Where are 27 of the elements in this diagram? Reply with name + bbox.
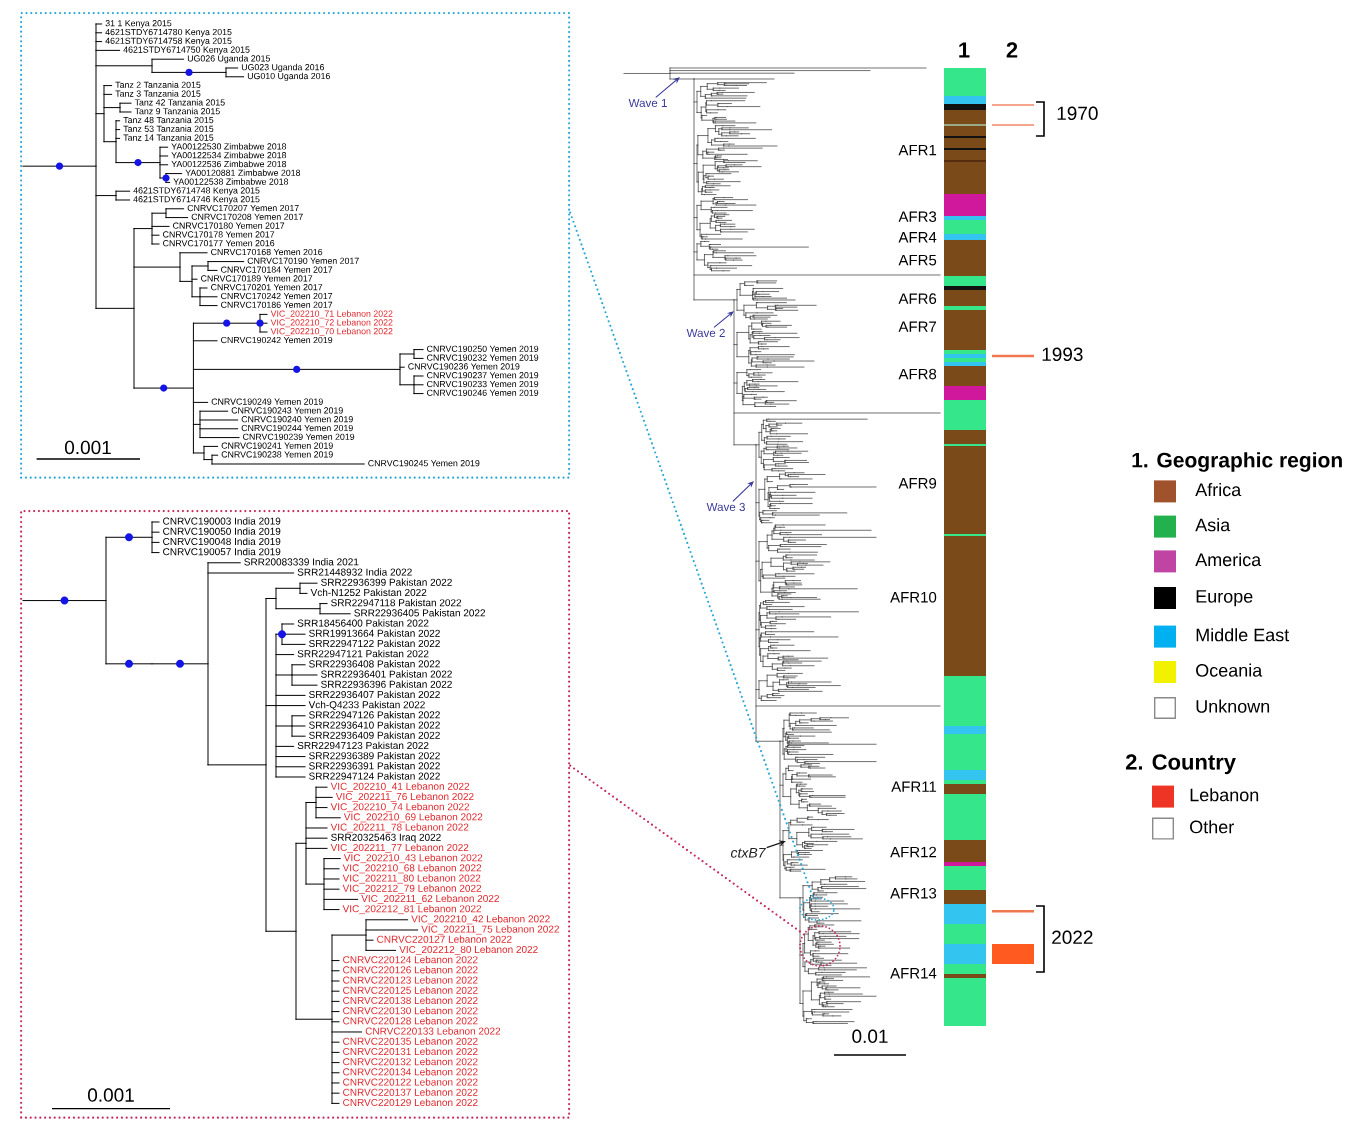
year-label: 2022 — [1052, 930, 1093, 944]
zoom-circle — [799, 897, 835, 921]
legend-label: Asia — [1195, 518, 1231, 532]
year-label: 1970 — [1057, 106, 1098, 121]
legend-label: Lebanon — [1190, 788, 1259, 802]
legend-label: Africa — [1195, 482, 1242, 497]
legend-label: Middle East — [1196, 628, 1290, 642]
legend-label: Unknown — [1196, 699, 1270, 713]
scale-label: 0.001 — [65, 440, 111, 455]
leader-arrow — [713, 311, 734, 328]
legend-title: 2. Country — [1125, 754, 1236, 775]
leader-arrow — [732, 481, 754, 502]
year-label: 1993 — [1042, 347, 1083, 362]
legend-label: Oceania — [1196, 663, 1263, 677]
legend-title: 1. Geographic region — [1132, 452, 1342, 472]
leader-arrow — [655, 77, 680, 98]
legend-label: Other — [1190, 820, 1234, 834]
legend-label: Europe — [1196, 590, 1253, 607]
column-header: 2 — [1006, 42, 1018, 58]
zoom-line — [569, 764, 805, 935]
scale-label: 0.01 — [852, 1029, 888, 1043]
legend-label: America — [1195, 552, 1262, 567]
leader-arrow — [766, 840, 786, 849]
scale-label: 0.001 — [88, 1088, 134, 1102]
zoom-circle — [799, 925, 841, 967]
column-header: 1 — [959, 42, 970, 58]
zoom-line — [569, 211, 814, 899]
